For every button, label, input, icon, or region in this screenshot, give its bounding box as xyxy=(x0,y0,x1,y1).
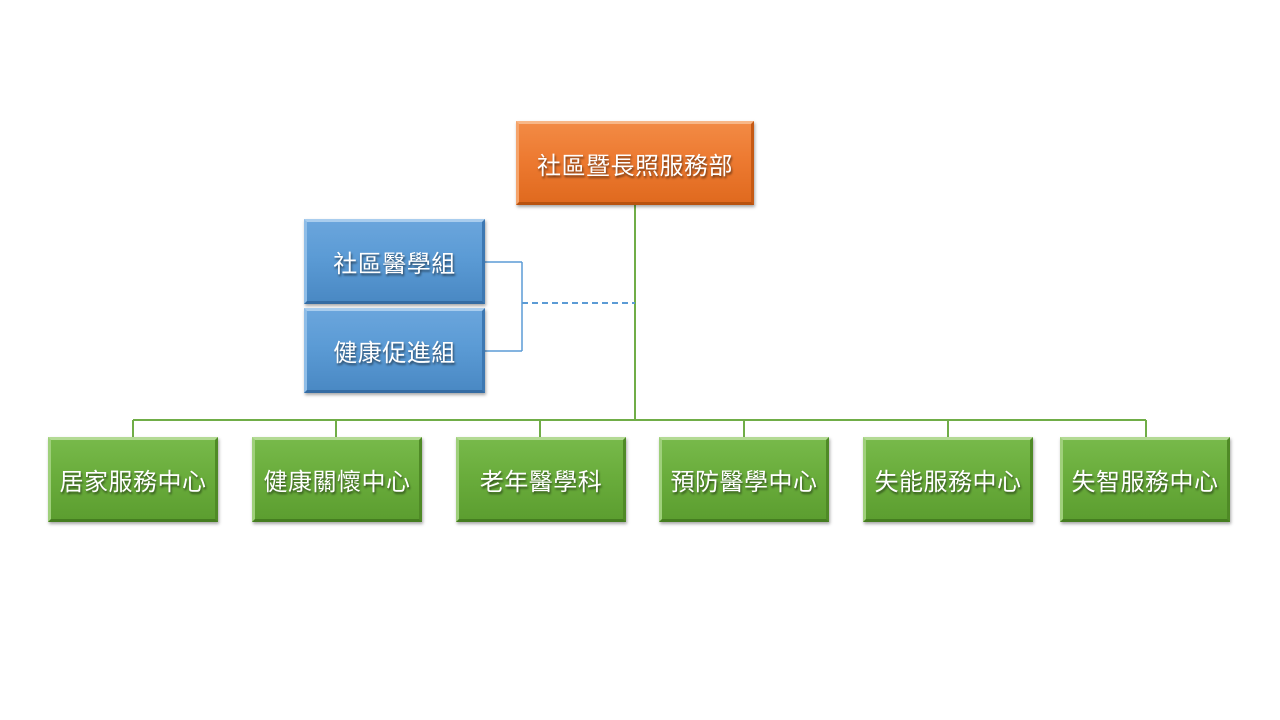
node-staff-1-label: 社區醫學組 xyxy=(333,250,456,278)
node-staff-2-label: 健康促進組 xyxy=(333,339,456,367)
node-unit-1-label: 居家服務中心 xyxy=(59,468,207,496)
node-unit-1: 居家服務中心 xyxy=(48,437,218,522)
node-unit-4-label: 預防醫學中心 xyxy=(670,468,818,496)
node-unit-3: 老年醫學科 xyxy=(456,437,626,522)
node-top: 社區暨長照服務部 xyxy=(516,121,754,205)
node-unit-2: 健康關懷中心 xyxy=(252,437,422,522)
node-unit-4: 預防醫學中心 xyxy=(659,437,829,522)
node-unit-3-label: 老年醫學科 xyxy=(479,468,603,496)
node-top-label: 社區暨長照服務部 xyxy=(537,151,733,180)
node-unit-6-label: 失智服務中心 xyxy=(1071,468,1219,496)
node-unit-5-label: 失能服務中心 xyxy=(874,468,1022,496)
node-unit-2-label: 健康關懷中心 xyxy=(263,468,411,496)
node-staff-1: 社區醫學組 xyxy=(304,219,485,304)
node-unit-6: 失智服務中心 xyxy=(1060,437,1230,522)
node-staff-2: 健康促進組 xyxy=(304,308,485,393)
node-unit-5: 失能服務中心 xyxy=(863,437,1033,522)
